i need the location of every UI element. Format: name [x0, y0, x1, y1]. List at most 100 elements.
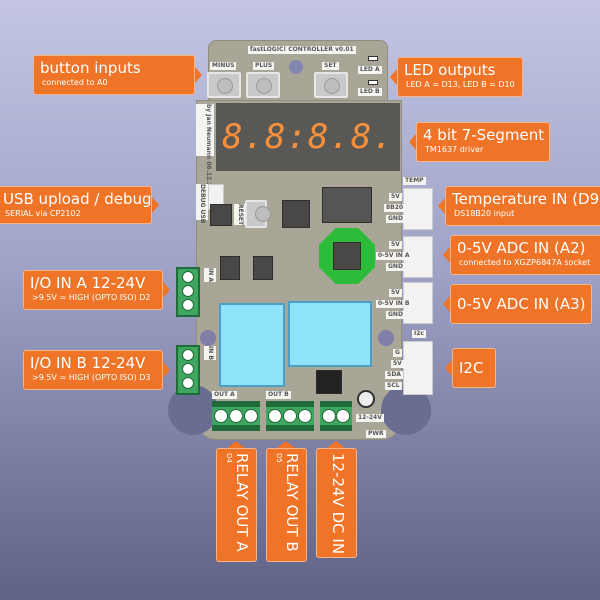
microcontroller-chip [282, 200, 310, 228]
silk-pwr: PWR [366, 430, 386, 438]
silk-led-b: LED B [358, 88, 382, 96]
arrow-left-icon [443, 247, 450, 263]
silk-out-a: OUT A [212, 391, 237, 399]
temp-pin-5v: 5V [389, 193, 402, 201]
callout-subtitle: >9.5V = HIGH (OPTO ISO) D2 [32, 293, 151, 302]
callout-subtitle: connected to XGZP6847A socket [459, 258, 591, 267]
callout-title: I/O IN B 12-24V [30, 354, 146, 372]
callout-title: 0-5V ADC IN (A2) [457, 239, 586, 257]
silk-temp: TEMP [403, 177, 426, 185]
adc-a-pin-5v: 5V [389, 241, 402, 249]
callout-i2c: I2C [452, 348, 496, 388]
temp-pin-gnd: GND [386, 215, 405, 223]
i2c-pin-g: G [393, 349, 402, 357]
adc-a-pin-in: 0-5V IN A [376, 252, 412, 260]
silk-debug-usb: DEBUG USB [196, 184, 208, 223]
relay-a [219, 303, 285, 387]
callout-title: RELAY OUT A [233, 453, 251, 552]
callout-temperature: Temperature IN (D9)DS18B20 input [445, 186, 600, 226]
callout-subtitle: connected to A0 [42, 78, 108, 87]
i2c-pin-scl: SCL [385, 382, 402, 390]
silk-plus: PLUS [253, 62, 275, 70]
silk-reset: RESET [234, 204, 246, 226]
arrow-right-icon [195, 67, 202, 83]
arrow-left-icon [443, 296, 450, 312]
callout-subtitle: DS18B20 input [454, 209, 515, 218]
callout-io-in-b: I/O IN B 12-24V>9.5V = HIGH (OPTO ISO) D… [23, 350, 163, 390]
arrow-up-icon [227, 441, 245, 448]
callout-dc-in: 12-24V DC IN [316, 448, 357, 558]
silk-set: SET [322, 62, 339, 70]
voltage-regulator [316, 370, 342, 394]
callout-title: Temperature IN (D9) [452, 190, 600, 208]
callout-subtitle: SERIAL via CP2102 [5, 209, 81, 218]
callout-title: RELAY OUT B [283, 453, 301, 552]
set-button[interactable] [314, 72, 348, 98]
led-a [368, 56, 378, 61]
callout-title: I2C [459, 359, 484, 377]
callout-subtitle: TM1637 driver [425, 145, 484, 154]
callout-title: button inputs [40, 59, 141, 77]
silk-vin: 12-24V [356, 414, 384, 422]
plus-button[interactable] [246, 72, 280, 98]
date: 06.12.2023 [205, 161, 212, 200]
icsp-header [322, 187, 372, 223]
capacitor [357, 390, 375, 408]
reset-button[interactable] [245, 200, 271, 228]
dc-in-terminal[interactable] [320, 401, 352, 431]
callout-title: 12-24V DC IN [329, 453, 347, 555]
i2c-connector[interactable] [403, 341, 433, 395]
mounting-hole [289, 60, 303, 74]
adc-b-pin-5v: 5V [389, 289, 402, 297]
arrow-left-icon [409, 134, 416, 150]
silk-led-a: LED A [358, 66, 382, 74]
silk-in-b: IN B [204, 346, 216, 360]
io-in-a-terminal[interactable] [176, 267, 200, 317]
arrow-left-icon [438, 198, 445, 214]
silk-i2c: I2c [412, 330, 426, 338]
io-in-b-terminal[interactable] [176, 345, 200, 395]
seven-segment-display: 8.8:8.8. [216, 103, 400, 171]
silk-minus: MINUS [210, 62, 237, 70]
callout-subtitle: LED A = D13, LED B = D10 [406, 80, 515, 89]
optocoupler-a [220, 256, 240, 280]
arrow-left-icon [390, 69, 397, 85]
board-title: fastLOGIC! CONTROLLER v0.01 [248, 46, 356, 54]
callout-title: 0-5V ADC IN (A3) [457, 295, 586, 313]
silk-in-a: IN A [204, 268, 216, 282]
arrow-right-icon [152, 197, 159, 213]
arrow-up-icon [327, 441, 345, 448]
temp-connector[interactable] [403, 188, 433, 230]
minus-button[interactable] [207, 72, 241, 98]
callout-title: I/O IN A 12-24V [30, 274, 146, 292]
cp2102-chip [210, 204, 232, 226]
author: by Jan Neumann [205, 104, 212, 160]
relay-out-b-terminal[interactable] [266, 401, 314, 431]
callout-title: 4 bit 7-Segment [423, 126, 545, 144]
adc-b-pin-in: 0-5V IN B [376, 300, 412, 308]
i2c-pin-5v: 5V [391, 360, 404, 368]
relay-b [288, 301, 372, 367]
adc-a-pin-gnd: GND [386, 263, 405, 271]
adc-b-connector[interactable] [403, 282, 433, 324]
callout-subtitle: >9.5V = HIGH (OPTO ISO) D3 [32, 373, 151, 382]
arrow-right-icon [163, 362, 170, 378]
callout-title: LED outputs [404, 61, 496, 79]
relay-out-a-terminal[interactable] [212, 401, 260, 431]
optocoupler-b [253, 256, 273, 280]
temp-pin-data: 8B20 [384, 204, 406, 212]
arrow-right-icon [163, 282, 170, 298]
led-b [368, 80, 378, 85]
i2c-pin-sda: SDA [385, 371, 403, 379]
callout-subtitle: D4 [225, 453, 233, 463]
arrow-left-icon [445, 360, 452, 376]
mounting-hole-left [200, 330, 216, 346]
author-text: by Jan Neumann 06.12.2023 [196, 104, 214, 199]
callout-io-in-a: I/O IN A 12-24V>9.5V = HIGH (OPTO ISO) D… [23, 270, 163, 310]
